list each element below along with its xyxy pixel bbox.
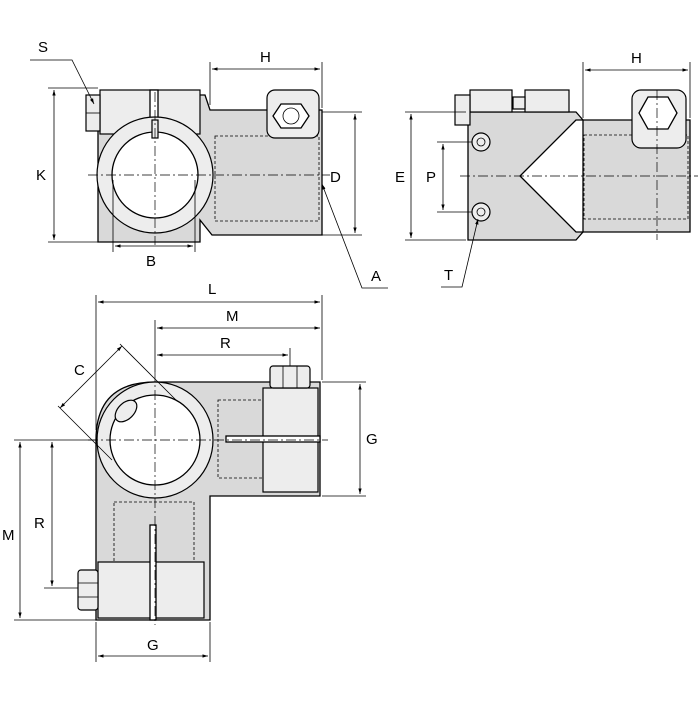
label-t: T bbox=[444, 267, 453, 284]
label-g-bottom: G bbox=[147, 637, 159, 654]
t-hole-top bbox=[471, 132, 491, 152]
label-a: A bbox=[371, 268, 381, 285]
t-hole-bottom bbox=[471, 202, 491, 222]
label-m-left: M bbox=[2, 527, 15, 544]
label-e: E bbox=[395, 169, 405, 186]
label-h-front: H bbox=[631, 50, 642, 67]
front-view-top-block-2 bbox=[524, 89, 570, 113]
label-r-top: R bbox=[220, 335, 231, 352]
front-view-top-block-1 bbox=[469, 89, 513, 113]
label-d: D bbox=[330, 169, 341, 186]
side-view-hidden-bore bbox=[214, 135, 320, 222]
side-view-hex-bolt bbox=[272, 103, 310, 129]
label-c: C bbox=[74, 362, 85, 379]
label-m-top: M bbox=[226, 308, 239, 325]
label-p: P bbox=[426, 169, 436, 186]
label-b: B bbox=[146, 253, 156, 270]
label-k: K bbox=[36, 167, 46, 184]
top-view-bottom-pin bbox=[149, 524, 157, 621]
label-g-right: G bbox=[366, 431, 378, 448]
label-s: S bbox=[38, 39, 48, 56]
side-view: H K S D B A bbox=[30, 39, 388, 289]
top-view: L M R C G M R G bbox=[2, 281, 378, 662]
top-view-right-bolt bbox=[269, 365, 311, 389]
label-l: L bbox=[208, 281, 216, 298]
label-r-left: R bbox=[34, 515, 45, 532]
label-h-side: H bbox=[260, 49, 271, 66]
front-view-hex-bolt bbox=[638, 96, 678, 130]
top-view-bottom-bolt bbox=[77, 569, 99, 611]
top-view-right-pin bbox=[225, 435, 321, 443]
front-view: H E P T bbox=[395, 50, 698, 288]
